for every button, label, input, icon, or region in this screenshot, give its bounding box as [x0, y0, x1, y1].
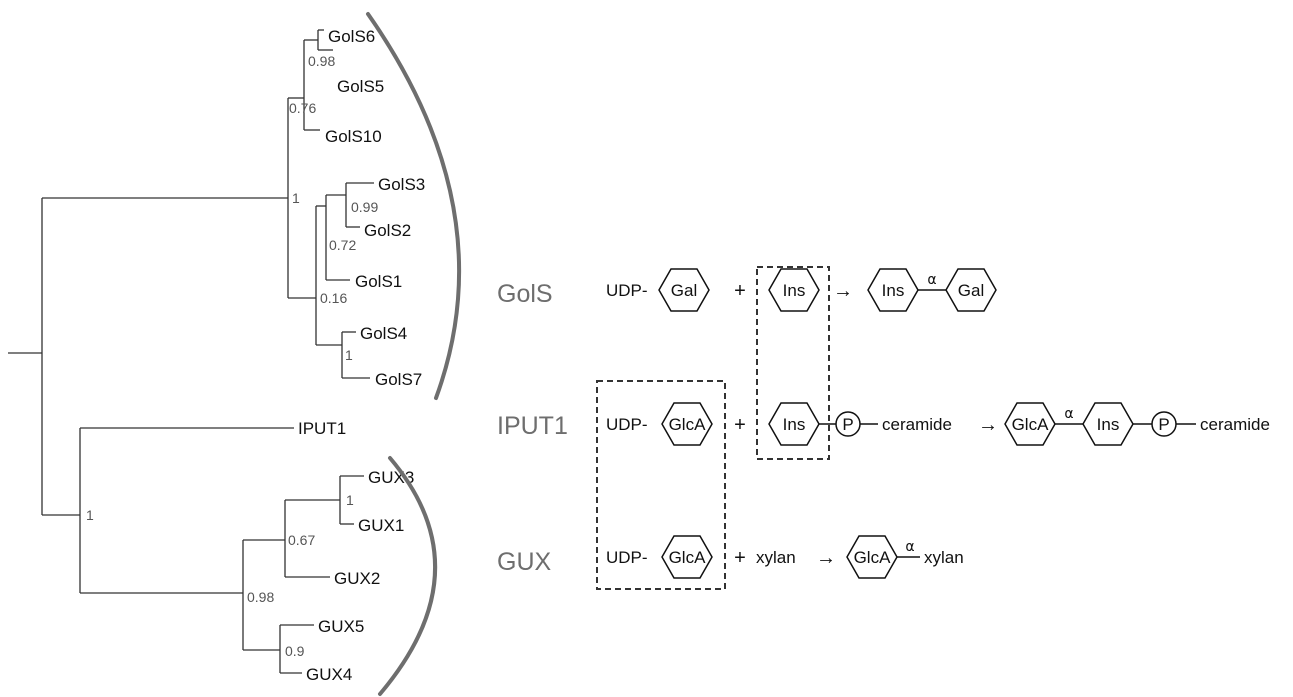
hexose-ring-icon — [768, 268, 820, 312]
support-value: 0.9 — [285, 643, 305, 659]
gols-product-first: Ins — [882, 281, 905, 300]
iput1-product-second: Ins — [1097, 415, 1120, 434]
reaction-gols: UDP- Gal + Ins → Ins α Gal — [606, 268, 997, 312]
gux-reaction-arrow: → — [816, 547, 836, 569]
gols-acceptor: Ins — [783, 281, 806, 300]
support-value: 0.72 — [329, 237, 356, 253]
support-value: 0.98 — [308, 53, 335, 69]
iput1-product-lipid: ceramide — [1200, 415, 1270, 434]
leaf-label-gols5: GolS5 — [337, 77, 384, 96]
iput1-product-first: GlcA — [1012, 415, 1050, 434]
leaf-label-gux2: GUX2 — [334, 569, 380, 588]
gols-donor-sugar: Gal — [671, 281, 697, 300]
hexose-ring-icon — [658, 268, 710, 312]
iput1-donor-prefix: UDP- — [606, 415, 648, 434]
leaf-label-gux5: GUX5 — [318, 617, 364, 636]
gols-reaction-arrow: → — [833, 280, 853, 302]
gux-plus-sign: + — [734, 547, 746, 569]
udp-glca-highlight-box — [596, 380, 726, 590]
support-value: 0.76 — [289, 100, 316, 116]
reaction-gux: UDP- GlcA + xylan → GlcA α xylan — [606, 535, 964, 579]
iput1-plus-sign: + — [734, 414, 746, 436]
iput1-acceptor: Ins — [783, 415, 806, 434]
iput1-phosphate: P — [842, 415, 853, 434]
support-value: 0.98 — [247, 589, 274, 605]
gols-plus-sign: + — [734, 280, 746, 302]
leaf-label-gols2: GolS2 — [364, 221, 411, 240]
iput1-donor-sugar: GlcA — [669, 415, 707, 434]
gux-linkage: α — [905, 539, 914, 555]
iput1-linkage: α — [1064, 406, 1073, 422]
gux-clade-bracket — [378, 456, 438, 696]
support-value: 1 — [292, 190, 300, 206]
gols-clade-bracket — [366, 12, 462, 400]
leaf-label-gols7: GolS7 — [375, 370, 422, 389]
family-label-iput1: IPUT1 — [497, 412, 568, 440]
gux-acceptor: xylan — [756, 548, 796, 567]
leaf-label-gols3: GolS3 — [378, 175, 425, 194]
gols-product-second: Gal — [958, 281, 984, 300]
support-value: 1 — [86, 507, 94, 523]
hexose-ring-icon — [661, 535, 713, 579]
inositol-highlight-box — [756, 266, 830, 460]
iput1-product-phosphate: P — [1158, 415, 1169, 434]
support-value: 0.16 — [320, 290, 347, 306]
iput1-lipid: ceramide — [882, 415, 952, 434]
leaf-label-gols4: GolS4 — [360, 324, 407, 343]
gux-donor-prefix: UDP- — [606, 548, 648, 567]
gux-product-second: xylan — [924, 548, 964, 567]
hexose-ring-icon — [945, 268, 997, 312]
reaction-iput1: UDP- GlcA + Ins P ceramide → GlcA α Ins … — [606, 402, 1270, 446]
leaf-label-gols1: GolS1 — [355, 272, 402, 291]
iput1-reaction-arrow: → — [978, 414, 998, 436]
hexose-ring-icon — [661, 402, 713, 446]
phylogenetic-tree: GolS6 GolS5 GolS10 GolS3 GolS2 GolS1 Gol… — [8, 27, 425, 684]
leaf-label-gux1: GUX1 — [358, 516, 404, 535]
family-label-gols: GolS — [497, 280, 553, 308]
support-value: 1 — [346, 492, 354, 508]
leaf-label-gols6: GolS6 — [328, 27, 375, 46]
gols-linkage: α — [927, 272, 936, 288]
family-label-gux: GUX — [497, 548, 552, 576]
gux-product-first: GlcA — [854, 548, 892, 567]
support-value: 0.67 — [288, 532, 315, 548]
leaf-label-iput1: IPUT1 — [298, 419, 346, 438]
support-value: 1 — [345, 347, 353, 363]
gux-donor-sugar: GlcA — [669, 548, 707, 567]
gols-donor-prefix: UDP- — [606, 281, 648, 300]
leaf-label-gols10: GolS10 — [325, 127, 382, 146]
support-value: 0.99 — [351, 199, 378, 215]
leaf-label-gux4: GUX4 — [306, 665, 352, 684]
